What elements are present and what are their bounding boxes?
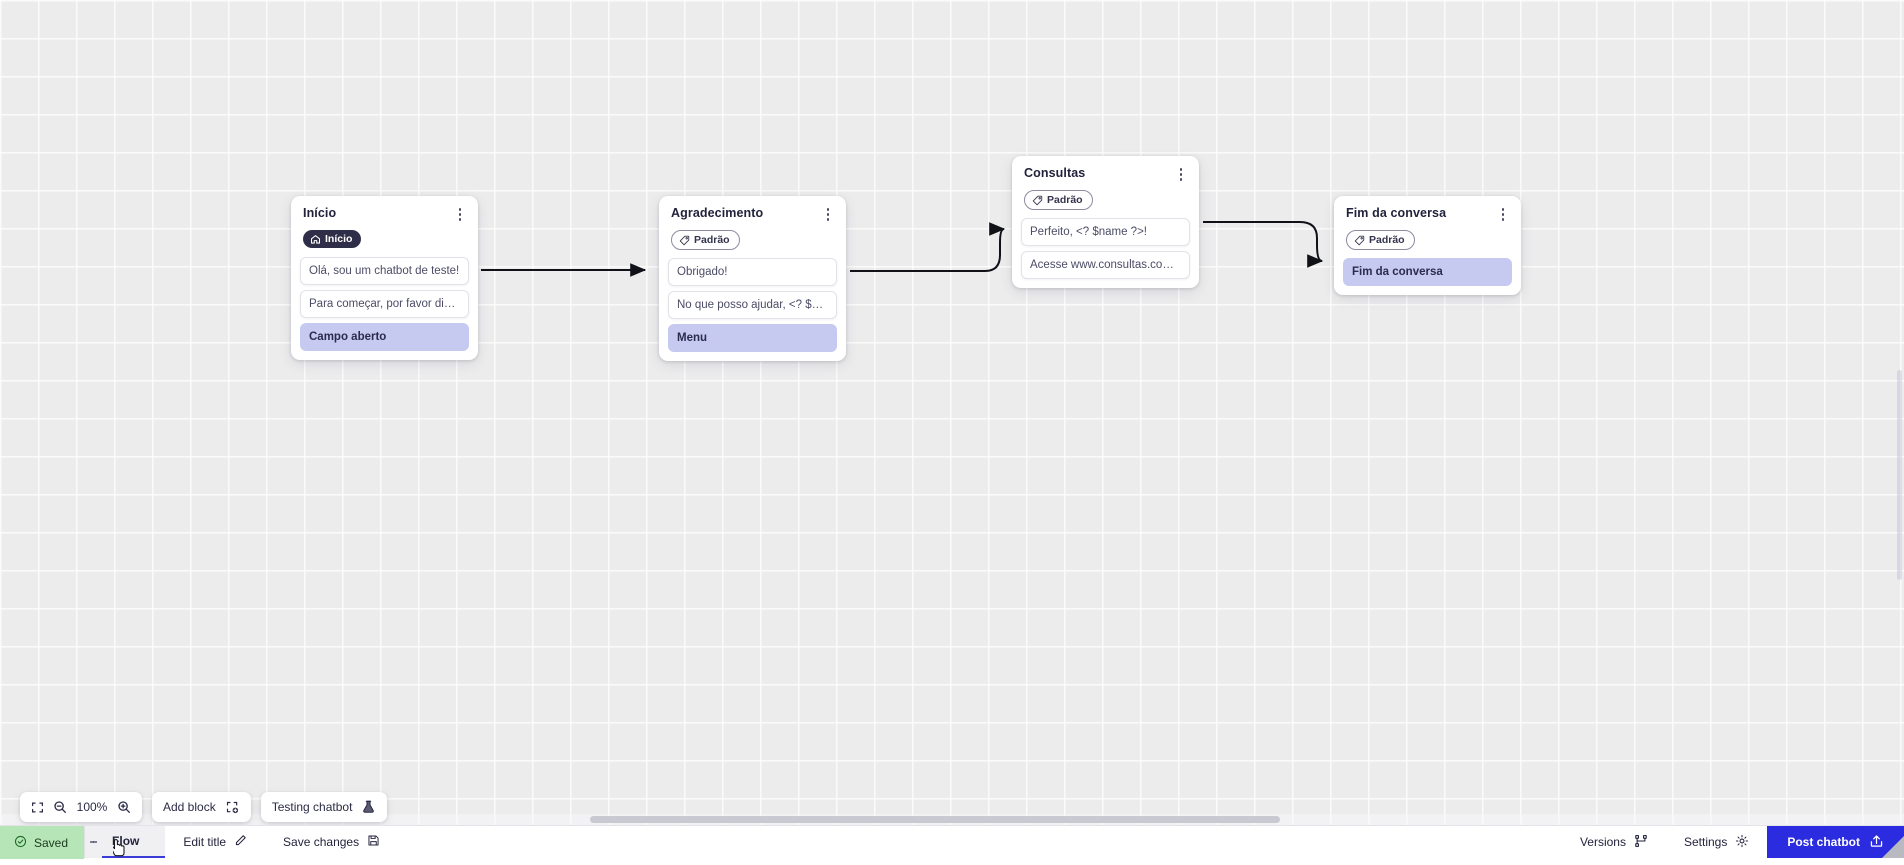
node-title: Início <box>303 206 336 221</box>
zoom-out-icon[interactable] <box>53 800 67 814</box>
node-rows: Obrigado! No que posso ajudar, <? $name … <box>668 258 837 352</box>
tag-icon <box>1032 195 1043 206</box>
flow-canvas[interactable]: Início Início Olá, sou um chatbot de tes… <box>0 0 1904 825</box>
node-title: Consultas <box>1024 166 1085 181</box>
testing-chatbot-button[interactable]: Testing chatbot <box>261 792 388 822</box>
node-badge-label: Início <box>325 233 352 245</box>
status-bar-right: Versions Settings Post chatbot <box>1562 826 1904 858</box>
node-header: Agradecimento <box>668 206 837 223</box>
node-row-message[interactable]: Obrigado! <box>668 258 837 286</box>
edit-title-label: Edit title <box>183 835 226 849</box>
node-badges: Padrão <box>668 223 837 251</box>
flow-node-fim-da-conversa[interactable]: Fim da conversa Padrão Fim da conversa <box>1334 196 1521 295</box>
add-block-icon <box>225 800 240 815</box>
connector-layer <box>0 0 1904 825</box>
post-chatbot-button[interactable]: Post chatbot <box>1767 826 1904 858</box>
save-changes-label: Save changes <box>283 835 359 849</box>
add-block-button[interactable]: Add block <box>152 792 251 822</box>
flask-icon <box>361 799 376 815</box>
node-row-message[interactable]: Perfeito, <? $name ?>! <box>1021 218 1190 246</box>
fit-screen-icon[interactable] <box>31 801 44 814</box>
home-icon <box>310 234 321 245</box>
tag-icon <box>679 235 690 246</box>
zoom-in-icon[interactable] <box>117 800 131 814</box>
node-badges: Padrão <box>1021 183 1190 211</box>
node-badge-label: Padrão <box>694 234 730 246</box>
tag-icon <box>1354 235 1365 246</box>
node-rows: Fim da conversa <box>1343 258 1512 286</box>
saved-status-label: Saved <box>34 836 68 850</box>
node-header: Fim da conversa <box>1343 206 1512 223</box>
flow-node-consultas[interactable]: Consultas Padrão Perfeito, <? $name ?>! … <box>1012 156 1199 288</box>
node-title: Agradecimento <box>671 206 763 221</box>
settings-button[interactable]: Settings <box>1666 826 1767 858</box>
testing-chatbot-label: Testing chatbot <box>272 800 353 814</box>
save-changes-button[interactable]: Save changes <box>265 826 398 858</box>
node-rows: Perfeito, <? $name ?>! Acesse www.consul… <box>1021 218 1190 279</box>
node-badge-label: Padrão <box>1047 194 1083 206</box>
node-badge-default[interactable]: Padrão <box>1024 190 1093 210</box>
node-badges: Início <box>300 223 469 250</box>
floppy-disk-icon <box>367 834 380 850</box>
vertical-scrollbar-thumb[interactable] <box>1897 370 1902 580</box>
edge-agradecimento-to-consultas <box>850 229 1004 271</box>
add-block-label: Add block <box>163 800 216 814</box>
edge-consultas-to-fim <box>1203 222 1322 261</box>
edit-title-button[interactable]: Edit title <box>165 826 265 858</box>
vertical-scrollbar[interactable] <box>1895 0 1904 825</box>
node-row-action[interactable]: Fim da conversa <box>1343 258 1512 286</box>
tab-flow-label: Flow <box>112 834 139 848</box>
gear-icon <box>1735 834 1749 851</box>
tab-flow[interactable]: Flow <box>102 826 165 858</box>
versions-button[interactable]: Versions <box>1562 826 1666 858</box>
flow-node-inicio[interactable]: Início Início Olá, sou um chatbot de tes… <box>291 196 478 360</box>
post-chatbot-label: Post chatbot <box>1787 835 1860 849</box>
node-badge-default[interactable]: Padrão <box>671 230 740 250</box>
node-header: Consultas <box>1021 166 1190 183</box>
node-row-message[interactable]: No que posso ajudar, <? $name ... <box>668 291 837 319</box>
upload-icon <box>1869 833 1884 851</box>
status-bar: Saved Flow Edit title Save changes <box>0 825 1904 858</box>
horizontal-scrollbar-thumb[interactable] <box>590 816 1280 823</box>
settings-label: Settings <box>1684 835 1727 849</box>
node-row-message[interactable]: Olá, sou um chatbot de teste! <box>300 257 469 285</box>
node-menu-button[interactable] <box>1174 166 1188 183</box>
node-badge-label: Padrão <box>1369 234 1405 246</box>
branch-icon <box>1634 834 1648 851</box>
flow-node-agradecimento[interactable]: Agradecimento Padrão Obrigado! No que po… <box>659 196 846 361</box>
drag-handle-icon[interactable] <box>84 826 102 858</box>
zoom-controls[interactable]: 100% <box>20 792 142 822</box>
versions-label: Versions <box>1580 835 1626 849</box>
node-row-message[interactable]: Para começar, por favor digite o ... <box>300 290 469 318</box>
node-row-message[interactable]: Acesse www.consultas.com par... <box>1021 251 1190 279</box>
node-menu-button[interactable] <box>453 206 467 223</box>
node-row-action[interactable]: Menu <box>668 324 837 352</box>
saved-status-badge: Saved <box>0 826 84 859</box>
pencil-icon <box>234 834 247 850</box>
node-badge-default[interactable]: Padrão <box>1346 230 1415 250</box>
zoom-level-label: 100% <box>76 800 108 814</box>
node-row-action[interactable]: Campo aberto <box>300 323 469 351</box>
node-menu-button[interactable] <box>821 206 835 223</box>
canvas-toolbar: 100% Add block Testing chatbot <box>20 792 387 822</box>
node-rows: Olá, sou um chatbot de teste! Para começ… <box>300 257 469 351</box>
node-menu-button[interactable] <box>1496 206 1510 223</box>
check-circle-icon <box>14 835 27 851</box>
node-badges: Padrão <box>1343 223 1512 251</box>
status-bar-left: Saved Flow Edit title Save changes <box>0 826 398 858</box>
node-badge-start[interactable]: Início <box>303 230 361 248</box>
node-header: Início <box>300 206 469 223</box>
node-title: Fim da conversa <box>1346 206 1446 221</box>
